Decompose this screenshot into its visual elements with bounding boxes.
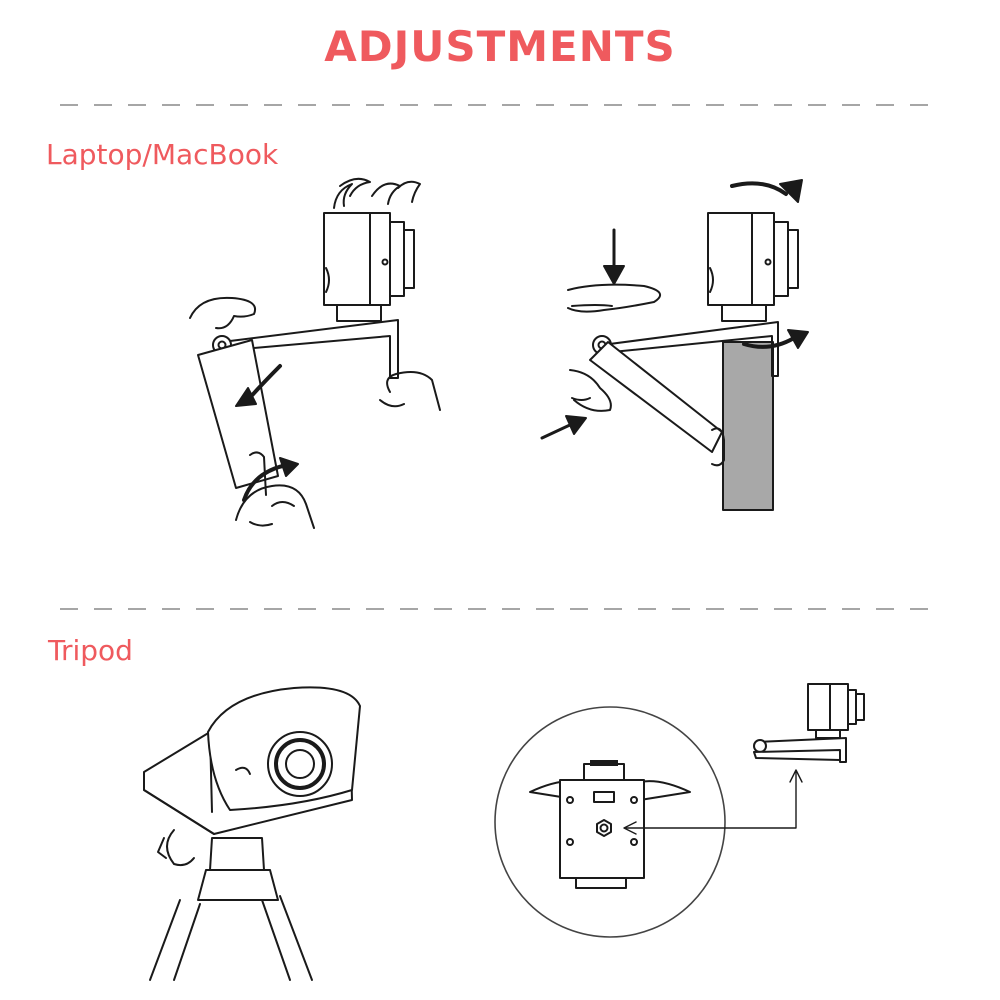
straight-arrow-icon: [603, 228, 625, 285]
hand-icon: [333, 177, 421, 209]
hand-icon: [189, 296, 441, 411]
curved-arrow-icon: [235, 364, 282, 407]
section-label-tripod: Tripod: [48, 634, 133, 667]
webcam-icon: [753, 683, 865, 763]
curved-arrow-icon: [730, 179, 803, 203]
section-label-laptop: Laptop/MacBook: [46, 138, 279, 171]
curved-arrow-icon: [742, 329, 809, 349]
section-divider-middle: [60, 608, 942, 610]
mount-arm: [589, 321, 779, 467]
straight-arrow-icon: [540, 415, 587, 440]
curved-arrow-icon: [242, 457, 299, 502]
screw-mount-icon: [596, 819, 612, 837]
webcam-icon: [707, 212, 799, 322]
tripod-icon: [149, 829, 313, 981]
webcam-icon: [323, 212, 415, 322]
mount-arm: [197, 319, 399, 496]
section-divider-top: [60, 104, 942, 106]
pointer-arrow-icon: [623, 769, 803, 835]
page-title: ADJUSTMENTS: [324, 22, 676, 71]
laptop-lid-panel: [722, 341, 774, 511]
webcam-icon: [143, 686, 361, 835]
screw-mount-detail: [494, 706, 726, 938]
hand-icon: [235, 484, 315, 529]
